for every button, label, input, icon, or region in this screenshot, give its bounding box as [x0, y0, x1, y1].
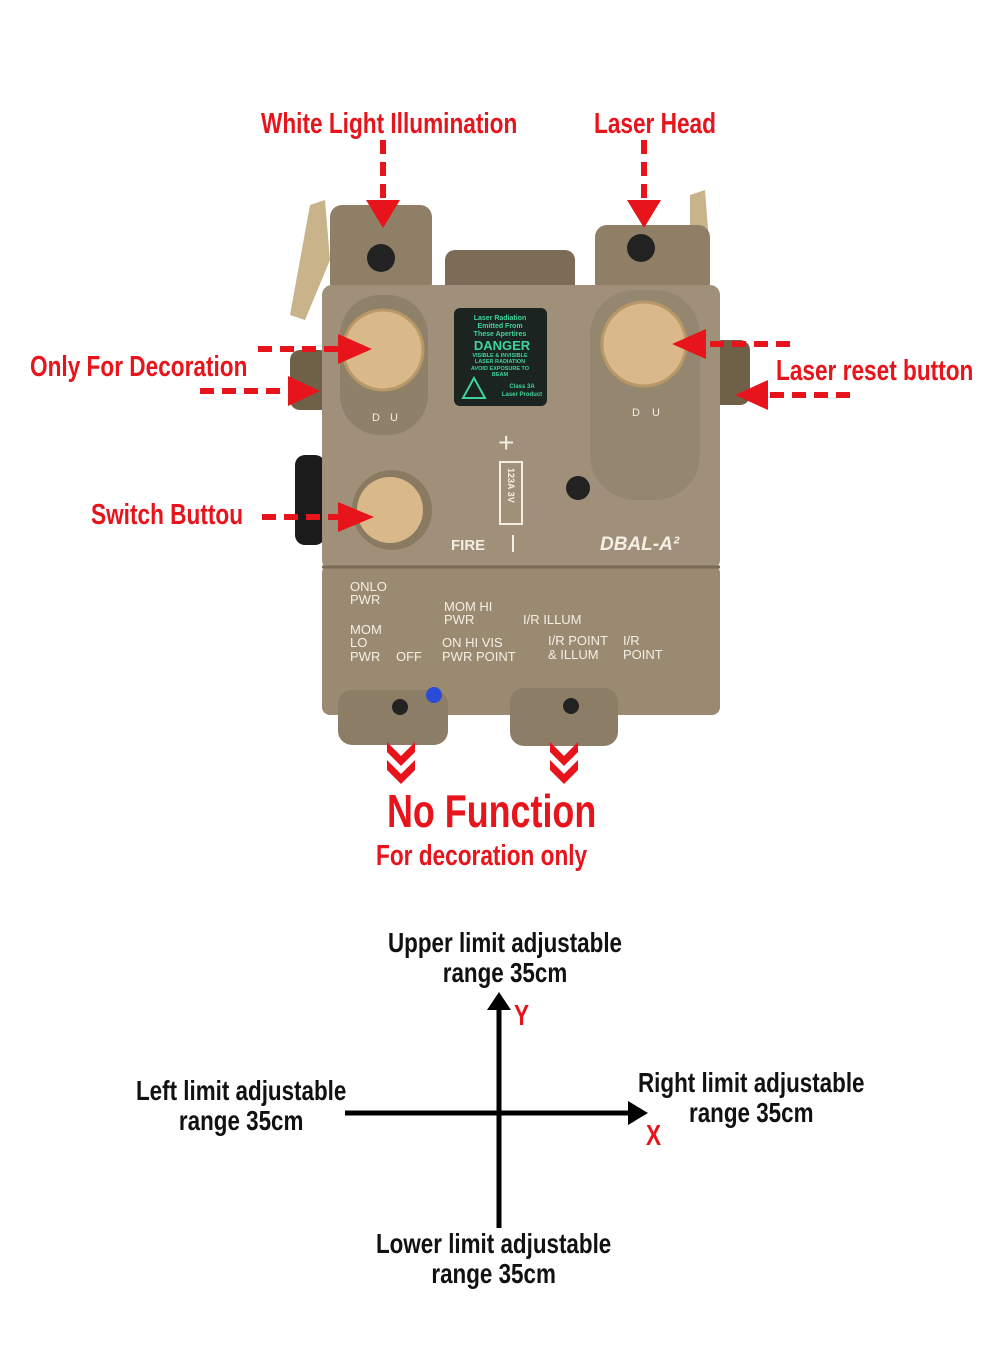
device-body-lower — [322, 565, 720, 715]
dial-d-label: D — [372, 412, 380, 424]
svg-text:MOM HI: MOM HI — [444, 599, 492, 614]
laser-warning-label — [454, 308, 547, 406]
callout-laser-head: Laser Head — [594, 108, 716, 140]
svg-text:PWR: PWR — [350, 649, 380, 664]
rear-cap — [295, 455, 325, 545]
svg-text:I/R: I/R — [623, 633, 640, 648]
svg-text:LO: LO — [350, 635, 367, 650]
callout-switch: Switch Buttou — [91, 499, 244, 531]
callout-decoration: Only For Decoration — [30, 351, 248, 383]
svg-text:These Apertires: These Apertires — [474, 331, 527, 338]
screw-icon — [367, 244, 395, 272]
svg-text:POINT: POINT — [623, 647, 663, 662]
adjustment-axes — [345, 992, 648, 1228]
y-axis-label: Y — [514, 1000, 530, 1032]
svg-text:AVOID EXPOSURE TO: AVOID EXPOSURE TO — [471, 366, 530, 372]
svg-text:BEAM: BEAM — [492, 372, 509, 378]
fire-label: FIRE — [451, 537, 485, 554]
battery-plus: + — [498, 427, 514, 458]
dial-u-label: U — [390, 412, 398, 424]
svg-text:Laser Radiation: Laser Radiation — [474, 315, 527, 322]
callout-no-function: No Function — [387, 785, 597, 837]
blue-switch — [426, 687, 442, 703]
laser-hazard-icon — [461, 375, 487, 399]
x-arrow-icon — [628, 1101, 648, 1125]
center-knob — [445, 250, 575, 295]
screw-icon — [627, 234, 655, 262]
battery-icon — [499, 461, 523, 525]
svg-text:OFF: OFF — [396, 649, 422, 664]
fire-button[interactable] — [357, 477, 423, 543]
left-mount-lever — [290, 200, 330, 320]
y-arrow-icon — [487, 992, 511, 1010]
chevron-down-icon — [550, 742, 578, 784]
callout-laser-reset: Laser reset button — [776, 355, 974, 387]
svg-text:Laser Product: Laser Product — [502, 392, 542, 398]
svg-text:LASER RADIATION: LASER RADIATION — [475, 359, 525, 365]
bottom-knob-right — [510, 688, 618, 746]
svg-text:Class 3A: Class 3A — [509, 384, 535, 390]
arrow-icons — [288, 200, 768, 784]
svg-text:& ILLUM: & ILLUM — [548, 647, 599, 662]
bottom-knob-left — [338, 690, 448, 745]
svg-text:PWR: PWR — [350, 592, 380, 607]
svg-text:PWR: PWR — [444, 612, 474, 627]
model-label: DBAL-A² — [600, 534, 680, 555]
svg-text:I/R POINT: I/R POINT — [548, 633, 608, 648]
screw-icon — [566, 476, 590, 500]
chevron-down-icon — [387, 742, 415, 784]
right-side-knob — [712, 340, 750, 405]
laser-head — [595, 225, 710, 295]
svg-text:DANGER: DANGER — [474, 338, 531, 353]
x-axis-label: X — [646, 1120, 662, 1152]
svg-text:MOM: MOM — [350, 622, 382, 637]
dial-u-label: U — [652, 407, 660, 419]
svg-text:I/R ILLUM: I/R ILLUM — [523, 612, 582, 627]
battery-label: 123A 3V — [506, 468, 516, 503]
svg-text:Emitted From: Emitted From — [477, 323, 522, 330]
dial-d-label: D — [632, 407, 640, 419]
svg-text:ONLO: ONLO — [350, 579, 387, 594]
svg-text:ON HI VIS: ON HI VIS — [442, 635, 503, 650]
callout-white-light: White Light Illumination — [261, 108, 518, 140]
svg-text:VISIBLE & INVISIBLE: VISIBLE & INVISIBLE — [472, 353, 528, 359]
callout-decoration-only: For decoration only — [376, 840, 588, 872]
svg-text:PWR POINT: PWR POINT — [442, 649, 516, 664]
